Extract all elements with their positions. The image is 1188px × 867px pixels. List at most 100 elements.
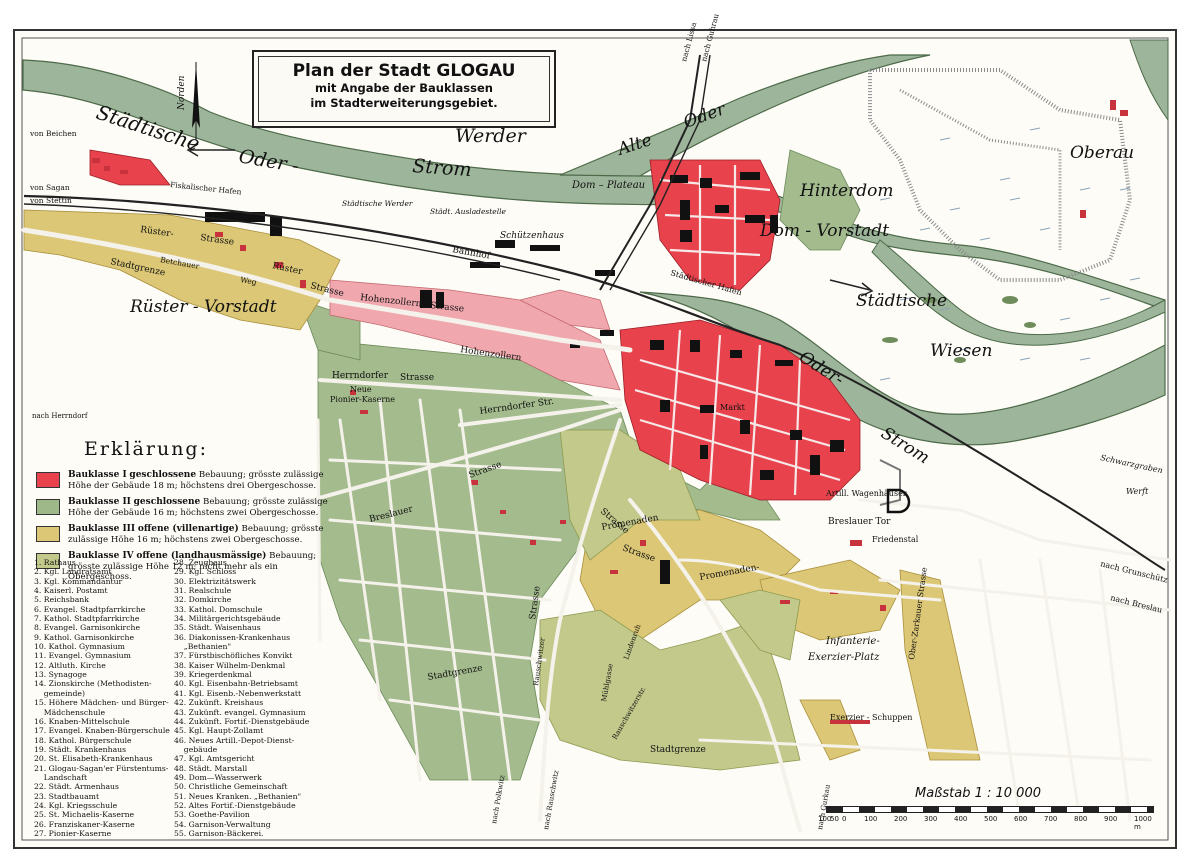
hedge-marks	[882, 296, 1036, 363]
index-entry: 17. Evangel. Knaben-Bürgerschule	[34, 726, 170, 736]
label-nach-herrndorf: nach Herrndorf	[32, 412, 89, 420]
scale-tick-label: 50	[830, 815, 839, 823]
label-exerzier-schuppen: Exerzier - Schuppen	[830, 713, 912, 722]
label-stadtgrenze-bottom: Stadtgrenze	[650, 745, 706, 755]
legend-item-bauklasse-4: Bauklasse IV offene (landhausmässige) Be…	[36, 551, 336, 583]
label-wiesen-1: Städtische	[856, 291, 947, 311]
index-entry: 50. Christliche Gemeinschaft	[174, 782, 288, 792]
label-strasse-c: Strasse	[400, 373, 434, 383]
label-ruester-strasse-2: Strasse	[200, 233, 235, 248]
swatch-bauklasse-2	[36, 499, 60, 515]
index-entry: 9. Kathol. Garnisonkirche	[34, 632, 135, 642]
legend-head: Bauklasse I	[68, 470, 127, 480]
index-entry: 54. Garnison-Verwaltung	[174, 819, 271, 829]
label-strasse-e: Strasse	[528, 585, 543, 620]
legend-head: Bauklasse II	[68, 497, 131, 507]
index-entry: 48. Städt. Marstall	[174, 763, 248, 773]
index-entry: 1. Rathaus	[34, 558, 76, 567]
index-entry: 24. Kgl. Kriegsschule	[34, 800, 118, 810]
index-entry: 55. Garnison-Bäckerei.	[174, 828, 264, 838]
label-artill-wagenhaeuser: Artill. Wagenhäuser	[825, 489, 907, 498]
legend-item-bauklasse-3: Bauklasse III offene (villenartige) Beba…	[36, 524, 336, 545]
scale-tick-label: 300	[924, 815, 938, 823]
index-entry: 52. Altes Fortif.-Dienstgebäude	[174, 800, 296, 810]
index-entry: 7. Kathol. Stadtpfarrkirche	[34, 614, 140, 624]
index-entry: „Bethanien"	[174, 642, 232, 652]
index-entry: 49. Dom—Wasserwerk	[174, 772, 262, 782]
label-weg: Weg	[240, 275, 258, 287]
label-werft: Werft	[1126, 487, 1149, 496]
legend-item-bauklasse-1: Bauklasse I geschlossene Bebauung; gröss…	[36, 470, 336, 491]
map-subtitle-2: im Stadterweiterungsgebiet.	[310, 96, 498, 110]
label-exerzier-platz: Exerzier-Platz	[807, 652, 880, 663]
index-entry: 51. Neues Kranken. „Bethanien"	[174, 791, 302, 801]
index-entry: 22. Städt. Armenhaus	[34, 782, 119, 792]
legend-text: Bebauung; grösste zulässige Höhe der Geb…	[68, 470, 324, 491]
label-infanterie: Infanterie-	[825, 636, 880, 647]
flow-arrow-icon	[186, 143, 874, 297]
scale-tick-label: 500	[984, 815, 998, 823]
swatch-bauklasse-1	[36, 472, 60, 488]
legend-head: Bauklasse IV	[68, 551, 134, 561]
label-markt: Markt	[720, 403, 746, 412]
label-ruester-strasse-1: Rüster-	[140, 225, 175, 240]
label-strasse-b: Strasse	[430, 301, 465, 315]
label-staedtische-werder: Städtische Werder	[342, 199, 413, 208]
index-entry: 28. Zeughaus	[174, 558, 227, 567]
fortress-outline	[868, 68, 1133, 282]
index-entry: 45. Kgl. Haupt-Zollamt	[174, 726, 264, 736]
label-breslauer-tor: Breslauer Tor	[828, 517, 891, 527]
scale-tick-label: 800	[1074, 815, 1088, 823]
index-entry: 5. Reichsbank	[34, 595, 89, 605]
label-oberau: Oberau	[1070, 143, 1134, 163]
index-entry: 25. St. Michaelis-Kaserne	[34, 810, 135, 820]
houses	[92, 100, 1128, 724]
index-entry: 15. Höhere Mädchen- und Bürger-	[34, 698, 169, 708]
index-entry: 46. Neues Artill.-Depot-Dienst-	[174, 735, 295, 745]
alte-oder	[559, 54, 931, 177]
legend-text: Bebauung; grösste zulässige Höhe der Geb…	[68, 497, 328, 518]
label-dom-vorstadt: Dom - Vorstadt	[759, 221, 889, 241]
label-werder: Werder	[455, 125, 528, 147]
index-entry: 44. Zukünft. Fortif.-Dienstgebäude	[174, 716, 310, 726]
index-entry: 38. Kaiser Wilhelm-Denkmal	[174, 660, 286, 670]
index-entry: 43. Zukünft. evangel. Gymnasium	[174, 707, 306, 717]
scale-tick-label: 0	[842, 815, 847, 823]
legend-text: Bebauung; grösste zulässige Höhe 12 m; n…	[68, 551, 317, 582]
index-entry: 21. Glogau-Sagan'er Fürstentums-	[34, 763, 169, 773]
scale-tick-label: 600	[1014, 815, 1028, 823]
swatch-bauklasse-3	[36, 526, 60, 542]
label-herrndorfer-strasse: Herrndorfer	[332, 371, 389, 381]
index-entry: 23. Stadtbauamt	[34, 791, 100, 801]
index-entry: 42. Zukünft. Kreishaus	[174, 698, 264, 708]
index-entry: 33. Kathol. Domschule	[174, 604, 263, 614]
index-entry: 14. Zionskirche (Methodisten-	[34, 679, 152, 689]
map-title-box: Plan der Stadt GLOGAU mit Angabe der Bau…	[252, 50, 556, 128]
label-oder-strom-2: Strom	[412, 155, 473, 181]
index-entry: 16. Knaben-Mittelschule	[34, 716, 130, 726]
scale-tick-label: 700	[1044, 815, 1058, 823]
index-entry: 47. Kgl. Amtsgericht	[174, 754, 255, 764]
legend-mode: offene (villenartige)	[137, 524, 239, 534]
scale-label: Maßstab 1 : 10 000	[915, 786, 1041, 801]
label-norden: Norden	[177, 75, 187, 111]
scale-tick-label: 1000 m	[1134, 815, 1152, 831]
label-dom-plateau: Dom – Plateau	[571, 180, 645, 191]
index-entry: gebäude	[174, 744, 218, 754]
index-entry: 35. Städt. Waisenhaus	[174, 623, 261, 633]
index-entry: 34. Militärgerichtsgebäude	[174, 614, 281, 624]
index-entry: 37. Fürstbischöfliches Konvikt	[174, 651, 293, 661]
label-von-beichen: von Beichen	[29, 129, 77, 138]
label-von-sagan: von Sagan	[29, 183, 70, 192]
streets	[21, 227, 1172, 832]
index-entry: 2. Kgl. Landratsamt	[34, 567, 112, 577]
label-friedenstal: Friedenstal	[872, 535, 919, 544]
index-entry: 20. St. Elisabeth-Krankenhaus	[34, 754, 153, 764]
map-subtitle-1: mit Angabe der Bauklassen	[315, 81, 493, 95]
label-hinterdom: Hinterdom	[799, 181, 893, 201]
meadow-marks	[879, 127, 1141, 381]
